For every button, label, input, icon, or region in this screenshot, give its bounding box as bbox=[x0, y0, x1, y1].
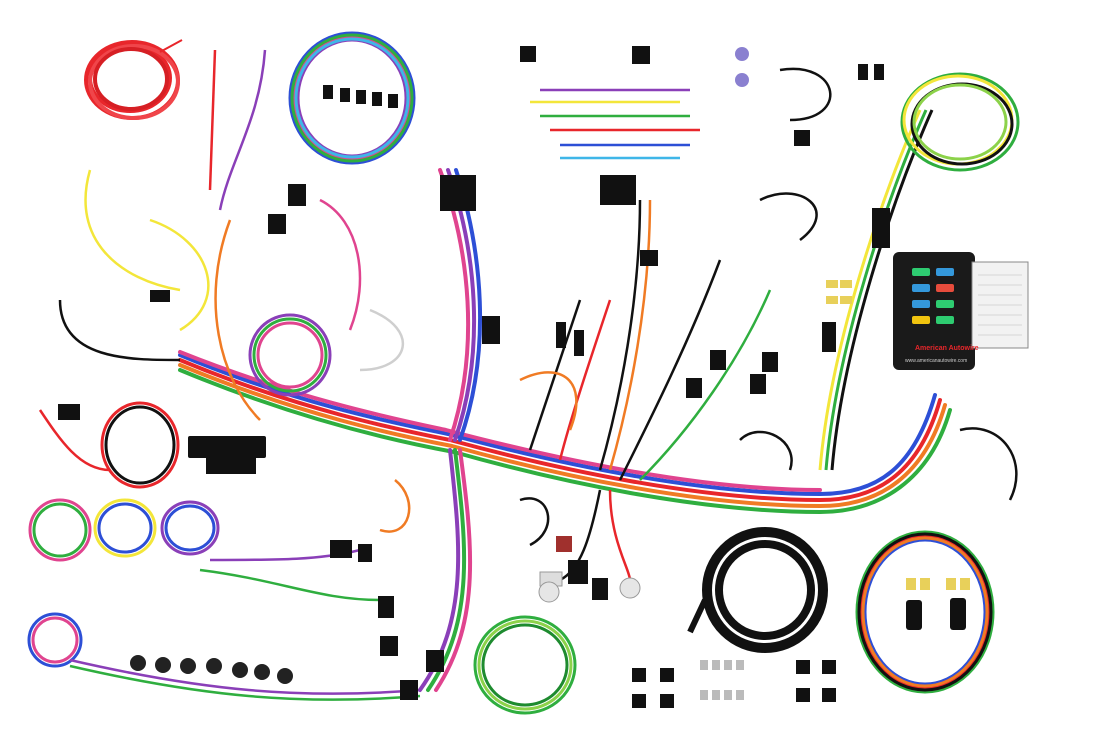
green-wire-coil-bottom bbox=[473, 615, 577, 715]
fuse-box-label-grid bbox=[978, 274, 1022, 336]
small-wire-coils-left bbox=[27, 313, 332, 668]
fuse bbox=[912, 300, 930, 308]
fuse-array bbox=[912, 268, 954, 324]
terminals-and-sockets bbox=[130, 47, 970, 708]
fuse bbox=[936, 284, 954, 292]
fuse bbox=[936, 300, 954, 308]
relay-connectors-in-coil bbox=[323, 85, 398, 108]
left-side-wires bbox=[38, 49, 411, 533]
black-cable-coil bbox=[702, 527, 828, 653]
connectors bbox=[58, 46, 890, 700]
fuse-box-url-text: www.americanautowire.com bbox=[905, 358, 967, 364]
fuse-box: American Autowire www.americanautowire.c… bbox=[893, 252, 1029, 370]
fuse bbox=[936, 268, 954, 276]
red-wire-coil bbox=[84, 39, 183, 120]
multicolor-wire-coil-bottom-right bbox=[855, 530, 995, 694]
fuse bbox=[912, 268, 930, 276]
black-cable-lead bbox=[687, 598, 708, 634]
fuse-box-brand-text: American Autowire bbox=[915, 345, 979, 352]
fuse bbox=[912, 316, 930, 324]
multicolor-wire-coil-top bbox=[288, 31, 416, 165]
fuse bbox=[912, 284, 930, 292]
connectors-bottom-right-coil bbox=[906, 598, 966, 630]
bottom-wires bbox=[69, 548, 421, 701]
green-yellow-coil-top-right bbox=[900, 72, 1020, 172]
center-wires bbox=[519, 67, 1018, 582]
fuse bbox=[936, 316, 954, 324]
